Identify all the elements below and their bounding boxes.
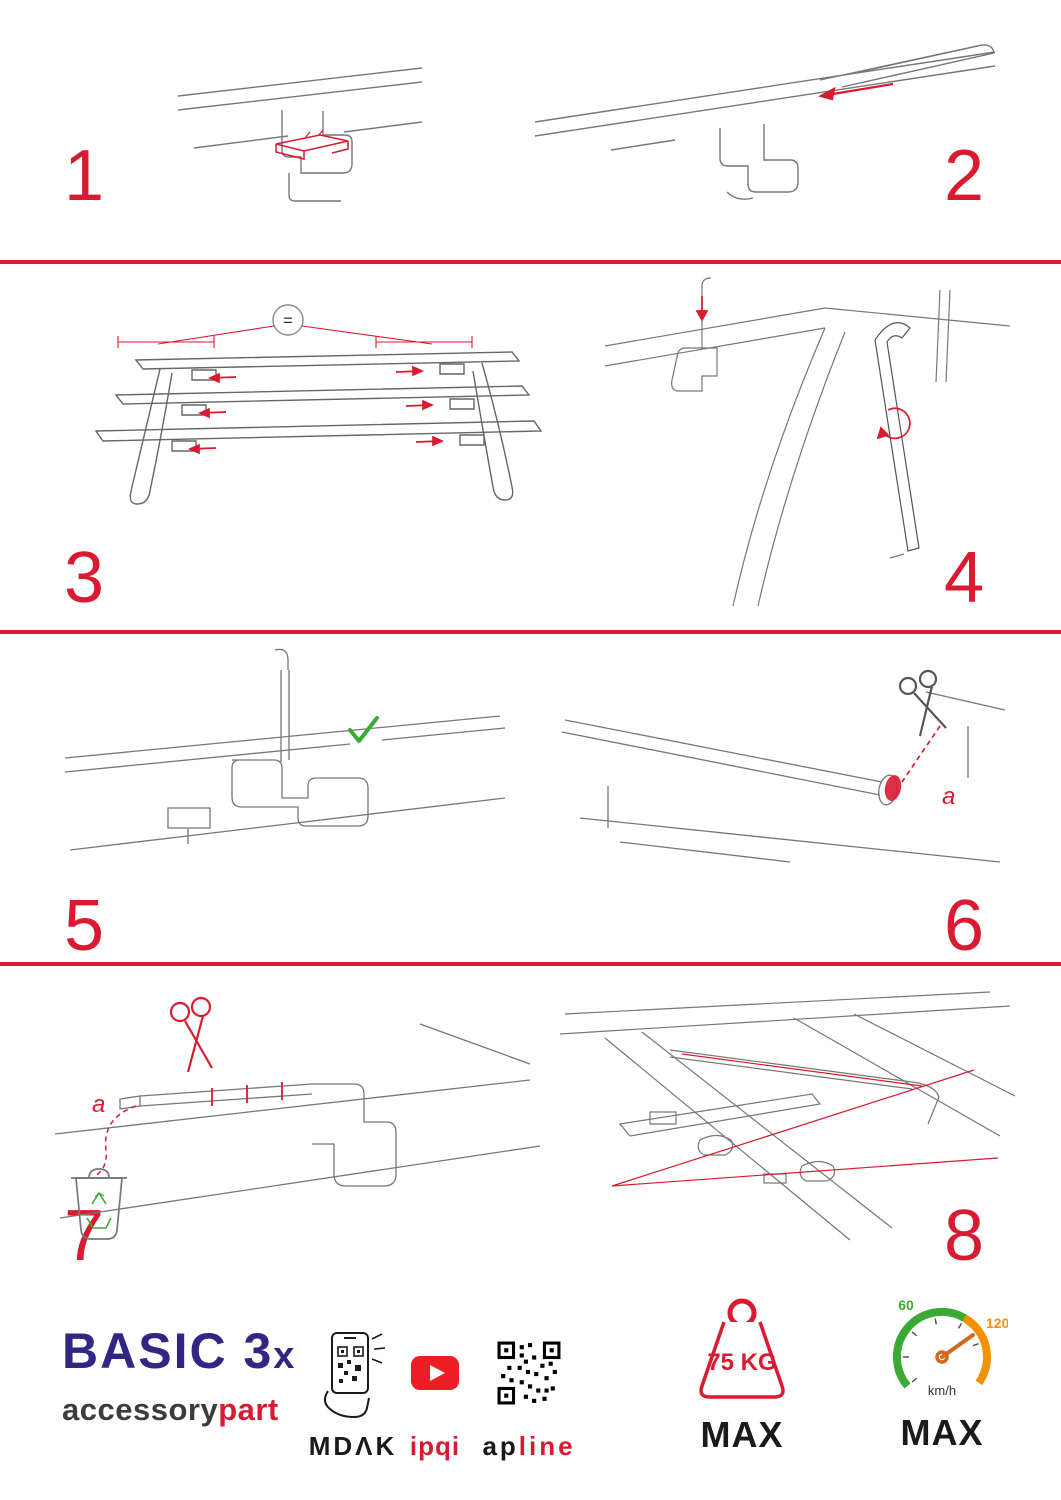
step-2-slide-arrow (818, 82, 894, 101)
step-2-illustration (534, 44, 996, 200)
step-6-number: 6 (944, 886, 986, 966)
phone-scan-icon (314, 1314, 392, 1431)
trash-icon (71, 1168, 127, 1240)
apline-text-red: line (518, 1431, 576, 1461)
step-6-label-a: a (942, 783, 955, 810)
divider-1 (0, 260, 1061, 264)
step-4-illustration (604, 277, 1011, 607)
step-5-illustration (64, 648, 506, 851)
apline-text-black: ap (482, 1431, 519, 1461)
ipqi-logo-text: ipqi (409, 1431, 461, 1461)
step-8-number: 8 (944, 1196, 986, 1276)
scissors-icon (898, 669, 947, 737)
speed-low-value: 60 (898, 1297, 914, 1313)
check-icon (348, 716, 379, 743)
max-load-label: MAX (700, 1414, 784, 1455)
step-7-illustration: a (54, 996, 541, 1240)
step-1-pad-highlight (275, 129, 349, 160)
step-3-center-arrows (187, 365, 445, 455)
recycle-icon (86, 1191, 112, 1229)
speed-high-value: 120 (986, 1315, 1008, 1331)
step-8-alignment-guides (611, 1053, 999, 1187)
step-5-number: 5 (64, 886, 106, 966)
max-load-badge: 75 KG MAX (666, 1296, 818, 1456)
brand-word-accessory: accessory (62, 1392, 219, 1427)
step-3-illustration: = (94, 304, 543, 505)
divider-2 (0, 630, 1061, 634)
apline-logo-text: apline (482, 1431, 575, 1462)
brand-word-part: part (218, 1392, 279, 1427)
step-8-illustration (559, 991, 1016, 1241)
step-4-number: 4 (944, 538, 986, 618)
product-name: BASIC 3x (62, 1326, 296, 1376)
equal-symbol: = (283, 311, 293, 330)
step-7-discard-guide (94, 1105, 137, 1177)
apline-logo: apline (482, 1314, 575, 1462)
speedometer-icon: 60 120 km/h (892, 1297, 1008, 1398)
step-3-number: 3 (64, 538, 106, 618)
step-2-number: 2 (944, 136, 986, 216)
scissors-icon (169, 996, 213, 1073)
max-speed-label: MAX (900, 1412, 984, 1453)
divider-3 (0, 962, 1061, 966)
step-6-cut-end (884, 775, 902, 801)
step-3-dimension-guides (117, 325, 473, 348)
product-name-suffix: x (273, 1335, 297, 1377)
max-speed-badge: 60 120 km/h MAX (868, 1292, 1016, 1454)
equal-badge: = (272, 304, 304, 336)
step-7-cut-marks (211, 1082, 283, 1106)
product-brand: BASIC 3x accessorypart (62, 1326, 296, 1428)
step-4-insert-rotate-arrows (695, 296, 911, 440)
youtube-icon (411, 1314, 459, 1431)
max-load-value: 75 KG (707, 1349, 776, 1376)
mdak-logo-text: MDΛK (308, 1431, 398, 1461)
brand-logo-text: accessorypart (62, 1392, 296, 1428)
step-6-illustration: a (561, 669, 1006, 863)
step-7-label-a: a (92, 1091, 105, 1118)
weight-icon: 75 KG (699, 1298, 785, 1399)
step-1-illustration (177, 67, 423, 202)
step-6-cut-guide (901, 725, 941, 783)
product-name-main: BASIC 3 (62, 1323, 274, 1379)
step-1-number: 1 (64, 136, 106, 216)
speed-unit-label: km/h (928, 1383, 956, 1398)
qr-code-icon (497, 1314, 561, 1431)
youtube-logo: ipqi (400, 1314, 470, 1462)
scan-app-logo: MDΛK (303, 1314, 403, 1462)
